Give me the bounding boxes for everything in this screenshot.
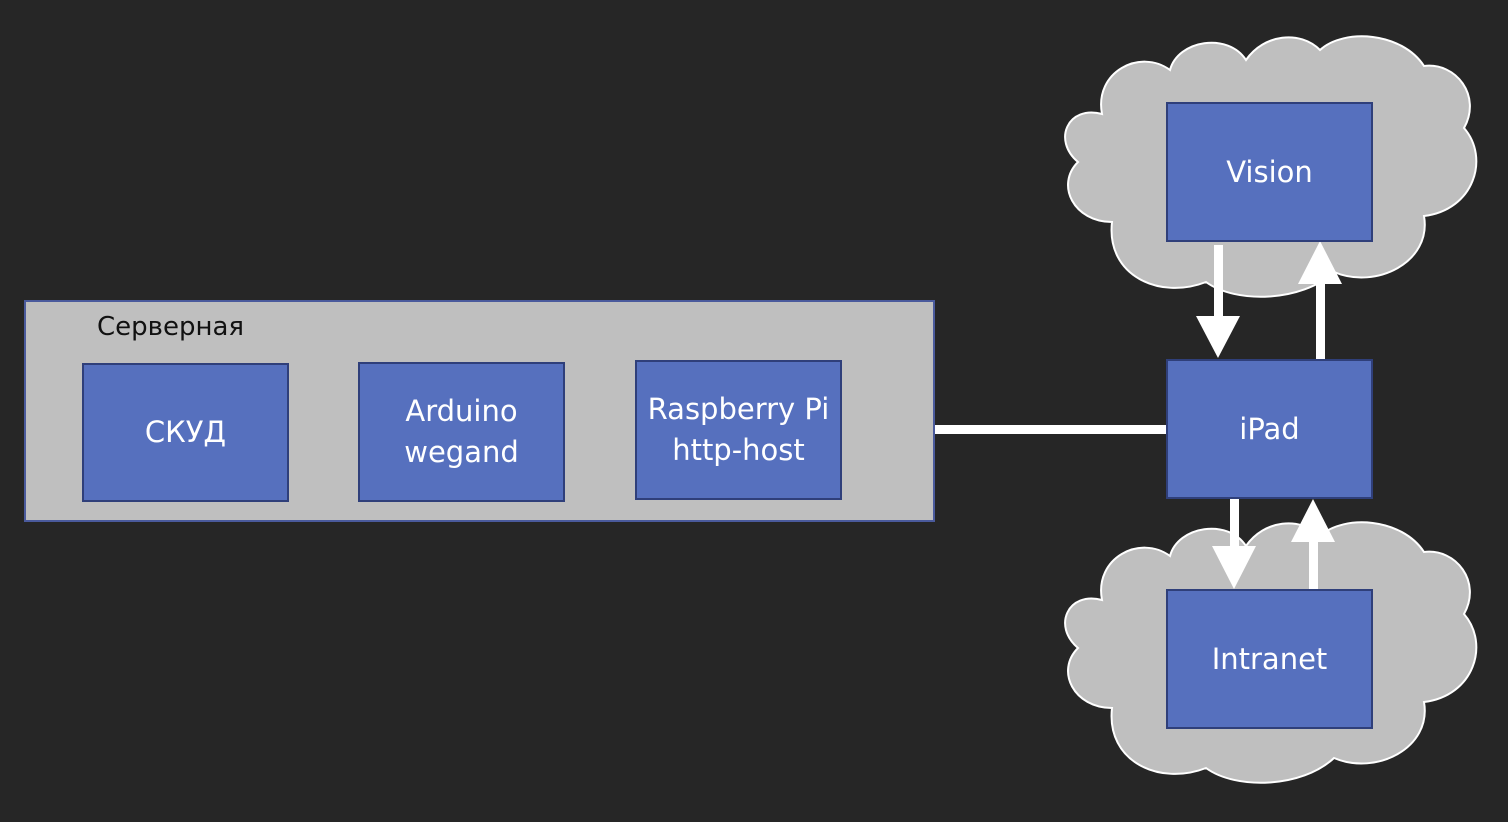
vision-node[interactable]: Vision	[1166, 102, 1373, 242]
ipad-node[interactable]: iPad	[1166, 359, 1373, 499]
arrow-ipad-to-intranet	[1212, 498, 1256, 589]
server-room-label: Серверная	[97, 312, 245, 342]
arrow-intranet-to-ipad	[1291, 499, 1335, 590]
intranet-node[interactable]: Intranet	[1166, 589, 1373, 729]
ipad-label: iPad	[1239, 411, 1300, 446]
skud-node[interactable]: СКУД	[82, 363, 289, 502]
intranet-label: Intranet	[1211, 641, 1328, 676]
arrow-ipad-to-vision	[1298, 241, 1342, 360]
skud-label: СКУД	[144, 415, 227, 449]
arduino-label: Arduino wegand	[404, 394, 519, 469]
arrow-vision-to-ipad	[1196, 245, 1240, 358]
vision-label: Vision	[1226, 154, 1313, 189]
raspberry-label: Raspberry Pi http-host	[647, 392, 830, 467]
raspberry-node[interactable]: Raspberry Pi http-host	[635, 360, 842, 500]
arduino-node[interactable]: Arduino wegand	[358, 362, 565, 502]
